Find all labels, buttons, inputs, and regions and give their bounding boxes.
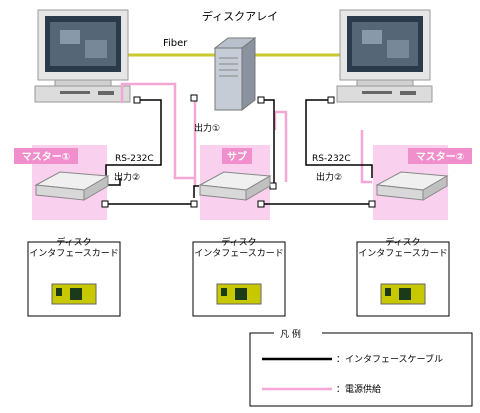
card-middle-line1: ディスク <box>221 236 256 248</box>
master1-device <box>34 171 110 201</box>
connectors <box>101 94 376 208</box>
legend-interface-label: ：インタフェースケーブル <box>336 353 443 365</box>
master2-rs232c-label: RS-232C <box>312 154 351 164</box>
interface-card-right: ディスク インタフェースカード <box>356 236 450 317</box>
sub-device <box>198 171 272 201</box>
card-right-line1: ディスク <box>385 236 420 248</box>
interface-card-middle: ディスク インタフェースカード <box>192 236 286 317</box>
master2-label-badge <box>408 148 472 164</box>
legend: 凡 例 ：インタフェースケーブル ：電源供給 <box>249 327 473 407</box>
power-lines <box>120 82 372 186</box>
fiber-label: Fiber <box>163 38 188 49</box>
card-left-line2: インタフェースカード <box>29 248 119 259</box>
right-pc <box>336 9 433 103</box>
master1-label: マスター① <box>22 151 70 163</box>
master1-rs232c-label: RS-232C <box>115 154 154 164</box>
legend-power-label: ：電源供給 <box>336 383 381 395</box>
card-right-line2: インタフェースカード <box>358 248 448 259</box>
left-pc <box>34 9 131 103</box>
master1-label-badge <box>14 148 78 164</box>
sub-label: サブ <box>227 150 247 163</box>
card-middle-line2: インタフェースカード <box>194 248 284 259</box>
sub-output-label: 出力① <box>194 122 220 134</box>
master1-output-label: 出力② <box>114 171 140 183</box>
interface-card-left: ディスク インタフェースカード <box>27 236 121 317</box>
master2-output-label: 出力② <box>316 171 342 183</box>
master2-label: マスター② <box>416 151 464 163</box>
diagram-title: ディスクアレイ <box>202 9 278 23</box>
sub-label-badge <box>222 148 252 164</box>
card-left-line1: ディスク <box>56 236 91 248</box>
disk-array-tower <box>213 36 257 112</box>
master2-device <box>375 171 449 201</box>
legend-title: 凡 例 <box>280 328 301 340</box>
